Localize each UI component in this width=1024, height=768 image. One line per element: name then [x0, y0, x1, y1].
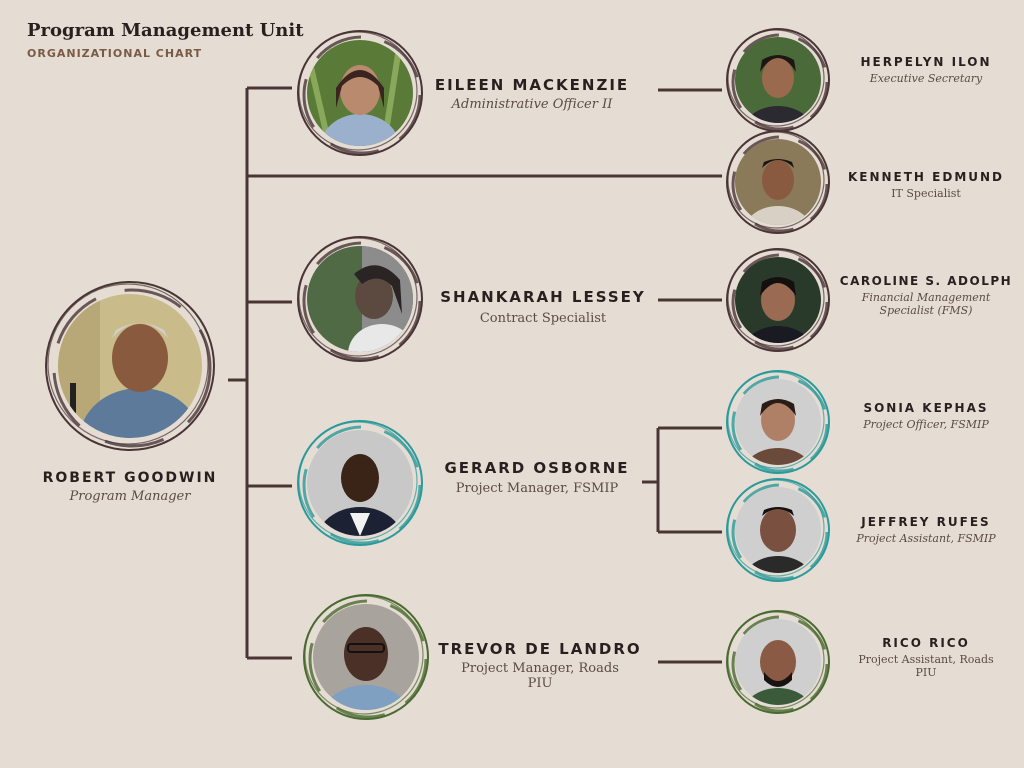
caroline-name: CAROLINE S. ADOLPH [839, 274, 1013, 288]
sonia-role: Project Officer, FSMIP [863, 418, 989, 431]
gerard-photo [297, 420, 423, 546]
trevor-name: TREVOR DE LANDRO [438, 640, 642, 658]
chart-title: Program Management Unit [27, 20, 304, 41]
kenneth-role: IT Specialist [891, 187, 961, 200]
herpelyn-role: Executive Secretary [869, 72, 983, 85]
rico-name: RICO RICO [882, 636, 970, 650]
robert-photo [45, 281, 215, 451]
rico-role-line2: PIU [915, 666, 937, 679]
chart-subtitle: ORGANIZATIONAL CHART [27, 47, 203, 60]
caroline-role-line1: Financial Management [861, 291, 991, 304]
eileen-role: Administrative Officer II [451, 97, 613, 112]
herpelyn-name: HERPELYN ILON [860, 55, 992, 69]
sonia-photo [726, 370, 830, 474]
caroline-role-line2: Specialist (FMS) [879, 304, 973, 317]
herpelyn-photo [726, 28, 830, 132]
gerard-role: Project Manager, FSMIP [455, 481, 619, 496]
trevor-role-line1: Project Manager, Roads [461, 661, 619, 676]
gerard-name: GERARD OSBORNE [444, 459, 630, 477]
jeffrey-role: Project Assistant, FSMIP [856, 532, 996, 545]
sonia-name: SONIA KEPHAS [863, 401, 989, 415]
rico-photo [726, 610, 830, 714]
caroline-photo [726, 248, 830, 352]
eileen-photo [297, 30, 423, 156]
rico-role-line1: Project Assistant, Roads [858, 653, 994, 666]
jeffrey-photo [726, 478, 830, 582]
eileen-name: EILEEN MACKENZIE [434, 76, 630, 94]
kenneth-name: KENNETH EDMUND [847, 170, 1005, 184]
shankarah-role: Contract Specialist [479, 311, 607, 326]
robert-name: ROBERT GOODWIN [42, 470, 218, 486]
trevor-photo [303, 594, 429, 720]
kenneth-photo [726, 130, 830, 234]
robert-role: Program Manager [69, 489, 191, 504]
jeffrey-name: JEFFREY RUFES [861, 515, 991, 529]
shankarah-name: SHANKARAH LESSEY [440, 288, 646, 306]
trevor-role-line2: PIU [527, 676, 553, 691]
shankarah-photo [297, 236, 423, 362]
